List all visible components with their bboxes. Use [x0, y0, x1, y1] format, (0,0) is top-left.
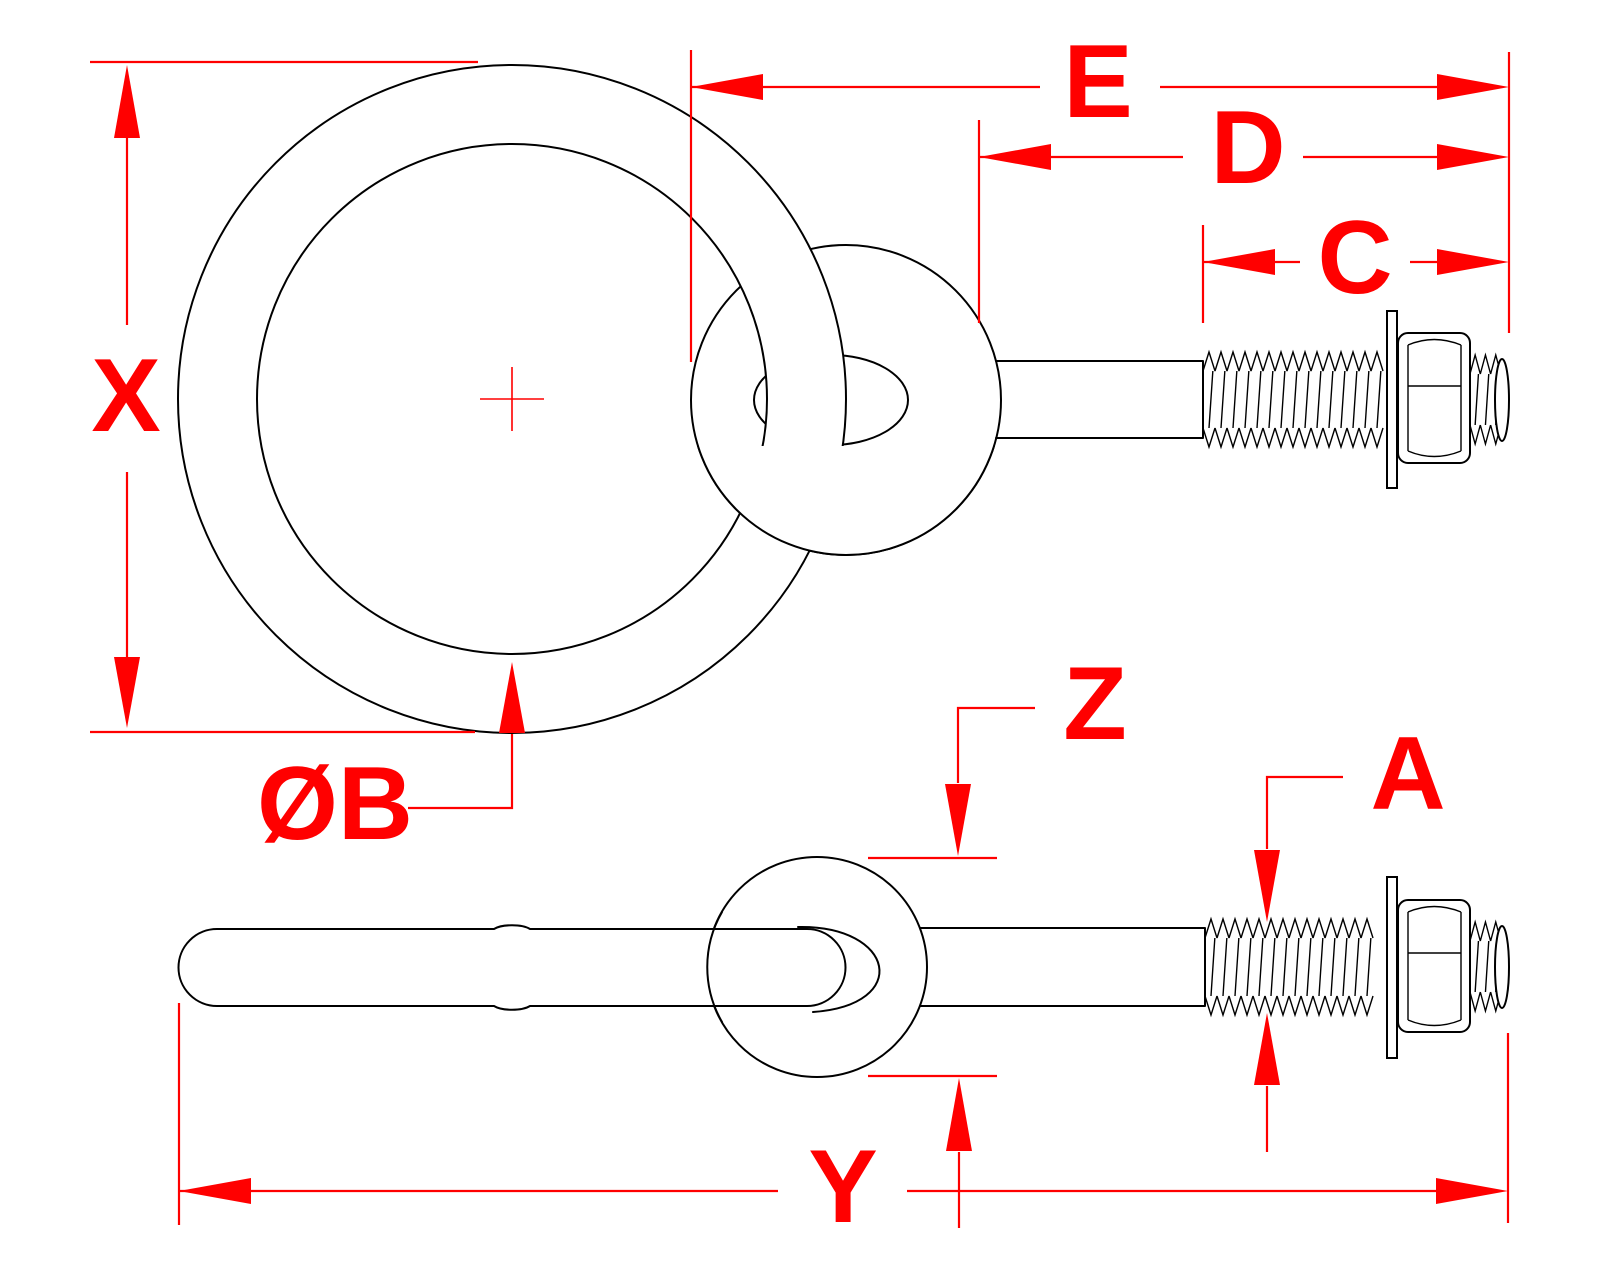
center-mark [480, 367, 544, 431]
c-arrow-right [1437, 249, 1509, 275]
dim-label-y: Y [808, 1128, 878, 1245]
shank-side-view [919, 927, 1206, 1007]
threads-top-view [1202, 349, 1384, 450]
threads-side-view [1204, 916, 1374, 1018]
z-arrow-down [945, 784, 971, 856]
x-arrow-up [114, 65, 140, 138]
x-extension-lines [90, 60, 478, 734]
d-arrow-right [1437, 144, 1509, 170]
a-arrow-up [1254, 1013, 1280, 1085]
nut-facets-top-view [1407, 338, 1462, 458]
b-leader-line [408, 734, 514, 810]
ring-top-view [176, 64, 848, 734]
side-view-geometry [177, 856, 1510, 1078]
washer-side-view [1386, 876, 1398, 1059]
d-arrow-left [979, 144, 1051, 170]
a-arrow-down [1254, 850, 1280, 922]
e-arrow-right [1437, 74, 1509, 100]
b-arrow-up [499, 662, 525, 733]
z-leader-line [956, 706, 1035, 783]
eye-arc-through-ring [706, 911, 723, 1023]
eye-front-overlap [696, 446, 996, 556]
dim-label-z: Z [1063, 645, 1127, 762]
x-arrow-down [114, 657, 140, 728]
ring-side-view [177, 924, 847, 1011]
y-arrow-right [1436, 1178, 1508, 1204]
y-extension-lines [177, 1003, 1510, 1225]
z-arrow-up [946, 1078, 972, 1151]
bolt-tip-top-view [1494, 358, 1510, 442]
washer-top-view [1386, 310, 1398, 489]
c-arrow-left [1203, 249, 1275, 275]
nut-side-view [1397, 899, 1471, 1033]
dim-label-a: A [1370, 715, 1446, 832]
shank-top-view [995, 360, 1204, 439]
nut-facets-side-view [1407, 905, 1462, 1027]
top-view-geometry [176, 64, 1510, 734]
y-arrow-left [179, 1178, 251, 1204]
dim-label-d: D [1210, 89, 1286, 206]
dim-label-e: E [1063, 23, 1133, 140]
eye-hole-side-view [797, 925, 881, 1013]
dim-label-c: C [1317, 199, 1393, 316]
dim-label-x: X [91, 337, 161, 454]
a-leader-line [1265, 775, 1343, 849]
e-arrow-left [691, 74, 763, 100]
dimension-annotations [90, 50, 1511, 1228]
nut-top-view [1397, 332, 1471, 464]
dim-label-b: ØB [257, 745, 413, 862]
bolt-tip-side-view [1494, 925, 1510, 1009]
